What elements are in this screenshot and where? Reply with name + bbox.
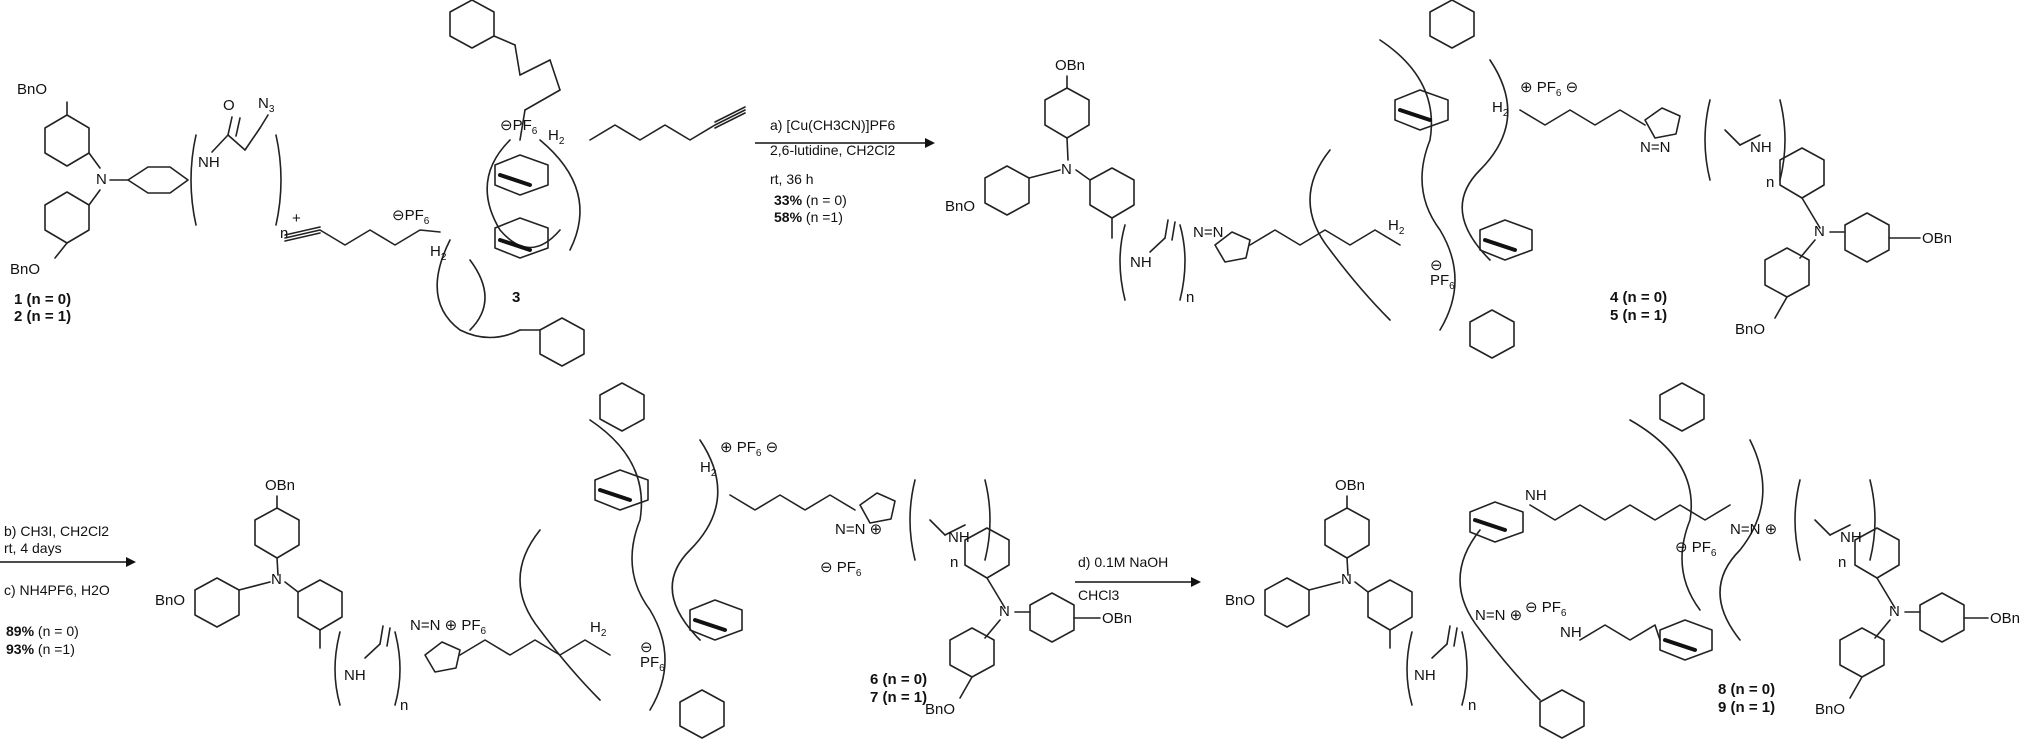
methyl-triazolium-label-6b: N=N ⊕ — [835, 521, 883, 538]
bno-label-8-left: BnO — [1225, 592, 1256, 609]
obn-label-6-top: OBn — [265, 477, 296, 494]
compound-6-label: 6 (n = 0) — [870, 671, 928, 688]
plus-sign: + — [292, 210, 301, 227]
ammonium-label-4b: H2 — [1388, 217, 1405, 237]
step-b-reagent: b) CH3I, CH2Cl2 — [4, 523, 110, 539]
obn-label-4-right: OBn — [1922, 230, 1953, 247]
bno-label-4-left: BnO — [945, 198, 976, 215]
n-index-label-8-right: n — [1838, 554, 1847, 571]
triazolium-label-8a: N=N ⊕ — [1730, 521, 1778, 538]
pf6-label-3a: ⊖PF6 — [500, 117, 538, 137]
bno-label-6-left: BnO — [155, 592, 186, 609]
nitrogen-label-8-right: N — [1889, 603, 1900, 620]
amine-label-8a: NH — [1525, 487, 1547, 504]
step-a-yield-1: 33% (n = 0) — [774, 192, 847, 208]
obn-label-8-top: OBn — [1335, 477, 1366, 494]
oxygen-label-1: O — [223, 97, 235, 114]
amide-label-8: NH — [1414, 667, 1436, 684]
compound-1-label: 1 (n = 0) — [14, 291, 72, 308]
n-index-label-1: n — [280, 225, 289, 242]
step-d-reagent: d) 0.1M NaOH — [1078, 554, 1169, 570]
amine-label-8b: NH — [1560, 624, 1582, 641]
pf6-label-6a: ⊕ PF6 ⊖ — [720, 439, 779, 459]
nitrogen-label-6: N — [271, 571, 282, 588]
nitrogen-label-6-right: N — [999, 603, 1010, 620]
compound-3-structure — [284, 0, 746, 367]
compound-5-label: 5 (n = 1) — [1610, 307, 1668, 324]
n-index-label-8: n — [1468, 697, 1477, 714]
obn-label-6-right: OBn — [1102, 610, 1133, 627]
pf6-label-6b: ⊖ PF6 — [820, 559, 862, 579]
pf6-label-3b: ⊖PF6 — [392, 207, 430, 227]
n-index-label-6-right: n — [950, 554, 959, 571]
bno-label-6-bottom: BnO — [925, 701, 956, 718]
step-c-reagent: c) NH4PF6, H2O — [4, 582, 110, 598]
step-bc-yield-1: 89% (n = 0) — [6, 623, 79, 639]
pf6-label-4a: ⊕ PF6 ⊖ — [1520, 79, 1579, 99]
nitrogen-label-8: N — [1341, 571, 1352, 588]
triazolium-label-8b: N=N ⊕ — [1475, 607, 1523, 624]
step-d-solvent: CHCl3 — [1078, 587, 1120, 603]
step-bc-yield-2: 93% (n =1) — [6, 641, 75, 657]
azide-label: N3 — [258, 95, 275, 115]
nitrogen-label-4: N — [1061, 161, 1072, 178]
bno-label-4-bottom: BnO — [1735, 321, 1766, 338]
compound-9-label: 9 (n = 1) — [1718, 699, 1776, 716]
step-b-time: rt, 4 days — [4, 540, 62, 556]
reaction-arrow-bc — [0, 557, 136, 567]
step-a-reagent: a) [Cu(CH3CN)]PF6 — [770, 117, 896, 133]
triazole-label-4-right: N=N — [1640, 139, 1671, 156]
ammonium-label-6a: H2 — [700, 459, 717, 479]
compound-1-2-structure — [44, 101, 282, 259]
obn-label-1: BnO — [17, 81, 48, 98]
reaction-arrow-a — [755, 138, 935, 148]
compound-4-label: 4 (n = 0) — [1610, 289, 1668, 306]
nitrogen-label-4-right: N — [1814, 223, 1825, 240]
methyl-triazolium-label-6a: N=N ⊕ PF6 — [410, 617, 487, 637]
pf6-label-8a: ⊖ PF6 — [1675, 539, 1717, 559]
nitrogen-label-1: N — [96, 171, 107, 188]
ammonium-label-6b: H2 — [590, 619, 607, 639]
n-index-label-4: n — [1186, 289, 1195, 306]
compound-2-label: 2 (n = 1) — [14, 308, 72, 325]
amide-label-1: NH — [198, 154, 220, 171]
pf6-label-4b: ⊖PF6 — [1430, 257, 1455, 292]
step-a-yield-2: 58% (n =1) — [774, 209, 843, 225]
compound-7-label: 7 (n = 1) — [870, 689, 928, 706]
reaction-arrow-d — [1075, 577, 1201, 587]
ammonium-label-3a: H2 — [548, 127, 565, 147]
n-index-label-6: n — [400, 697, 409, 714]
pf6-label-6c: ⊖PF6 — [640, 639, 665, 674]
amide-label-4: NH — [1130, 254, 1152, 271]
obn-label-8-right: OBn — [1990, 610, 2021, 627]
obn-label-4-top: OBn — [1055, 57, 1086, 74]
step-a-time: rt, 36 h — [770, 171, 814, 187]
n-index-label-4-right: n — [1766, 174, 1775, 191]
pf6-label-8b: ⊖ PF6 — [1525, 599, 1567, 619]
step-a-base-solvent: 2,6-lutidine, CH2Cl2 — [770, 142, 896, 158]
compound-3-label: 3 — [512, 289, 521, 306]
compound-8-label: 8 (n = 0) — [1718, 681, 1776, 698]
amide-label-6: NH — [344, 667, 366, 684]
amide-label-6-right: NH — [948, 529, 970, 546]
ammonium-label-3b: H2 — [430, 243, 447, 263]
triazole-label-4: N=N — [1193, 224, 1224, 241]
compound-4-5-structure — [984, 0, 1921, 359]
amide-label-8-right: NH — [1840, 529, 1862, 546]
bno-label-8-bottom: BnO — [1815, 701, 1846, 718]
amide-label-4-right: NH — [1750, 139, 1772, 156]
bno-label-1: BnO — [10, 261, 41, 278]
ammonium-label-4a: H2 — [1492, 99, 1509, 119]
